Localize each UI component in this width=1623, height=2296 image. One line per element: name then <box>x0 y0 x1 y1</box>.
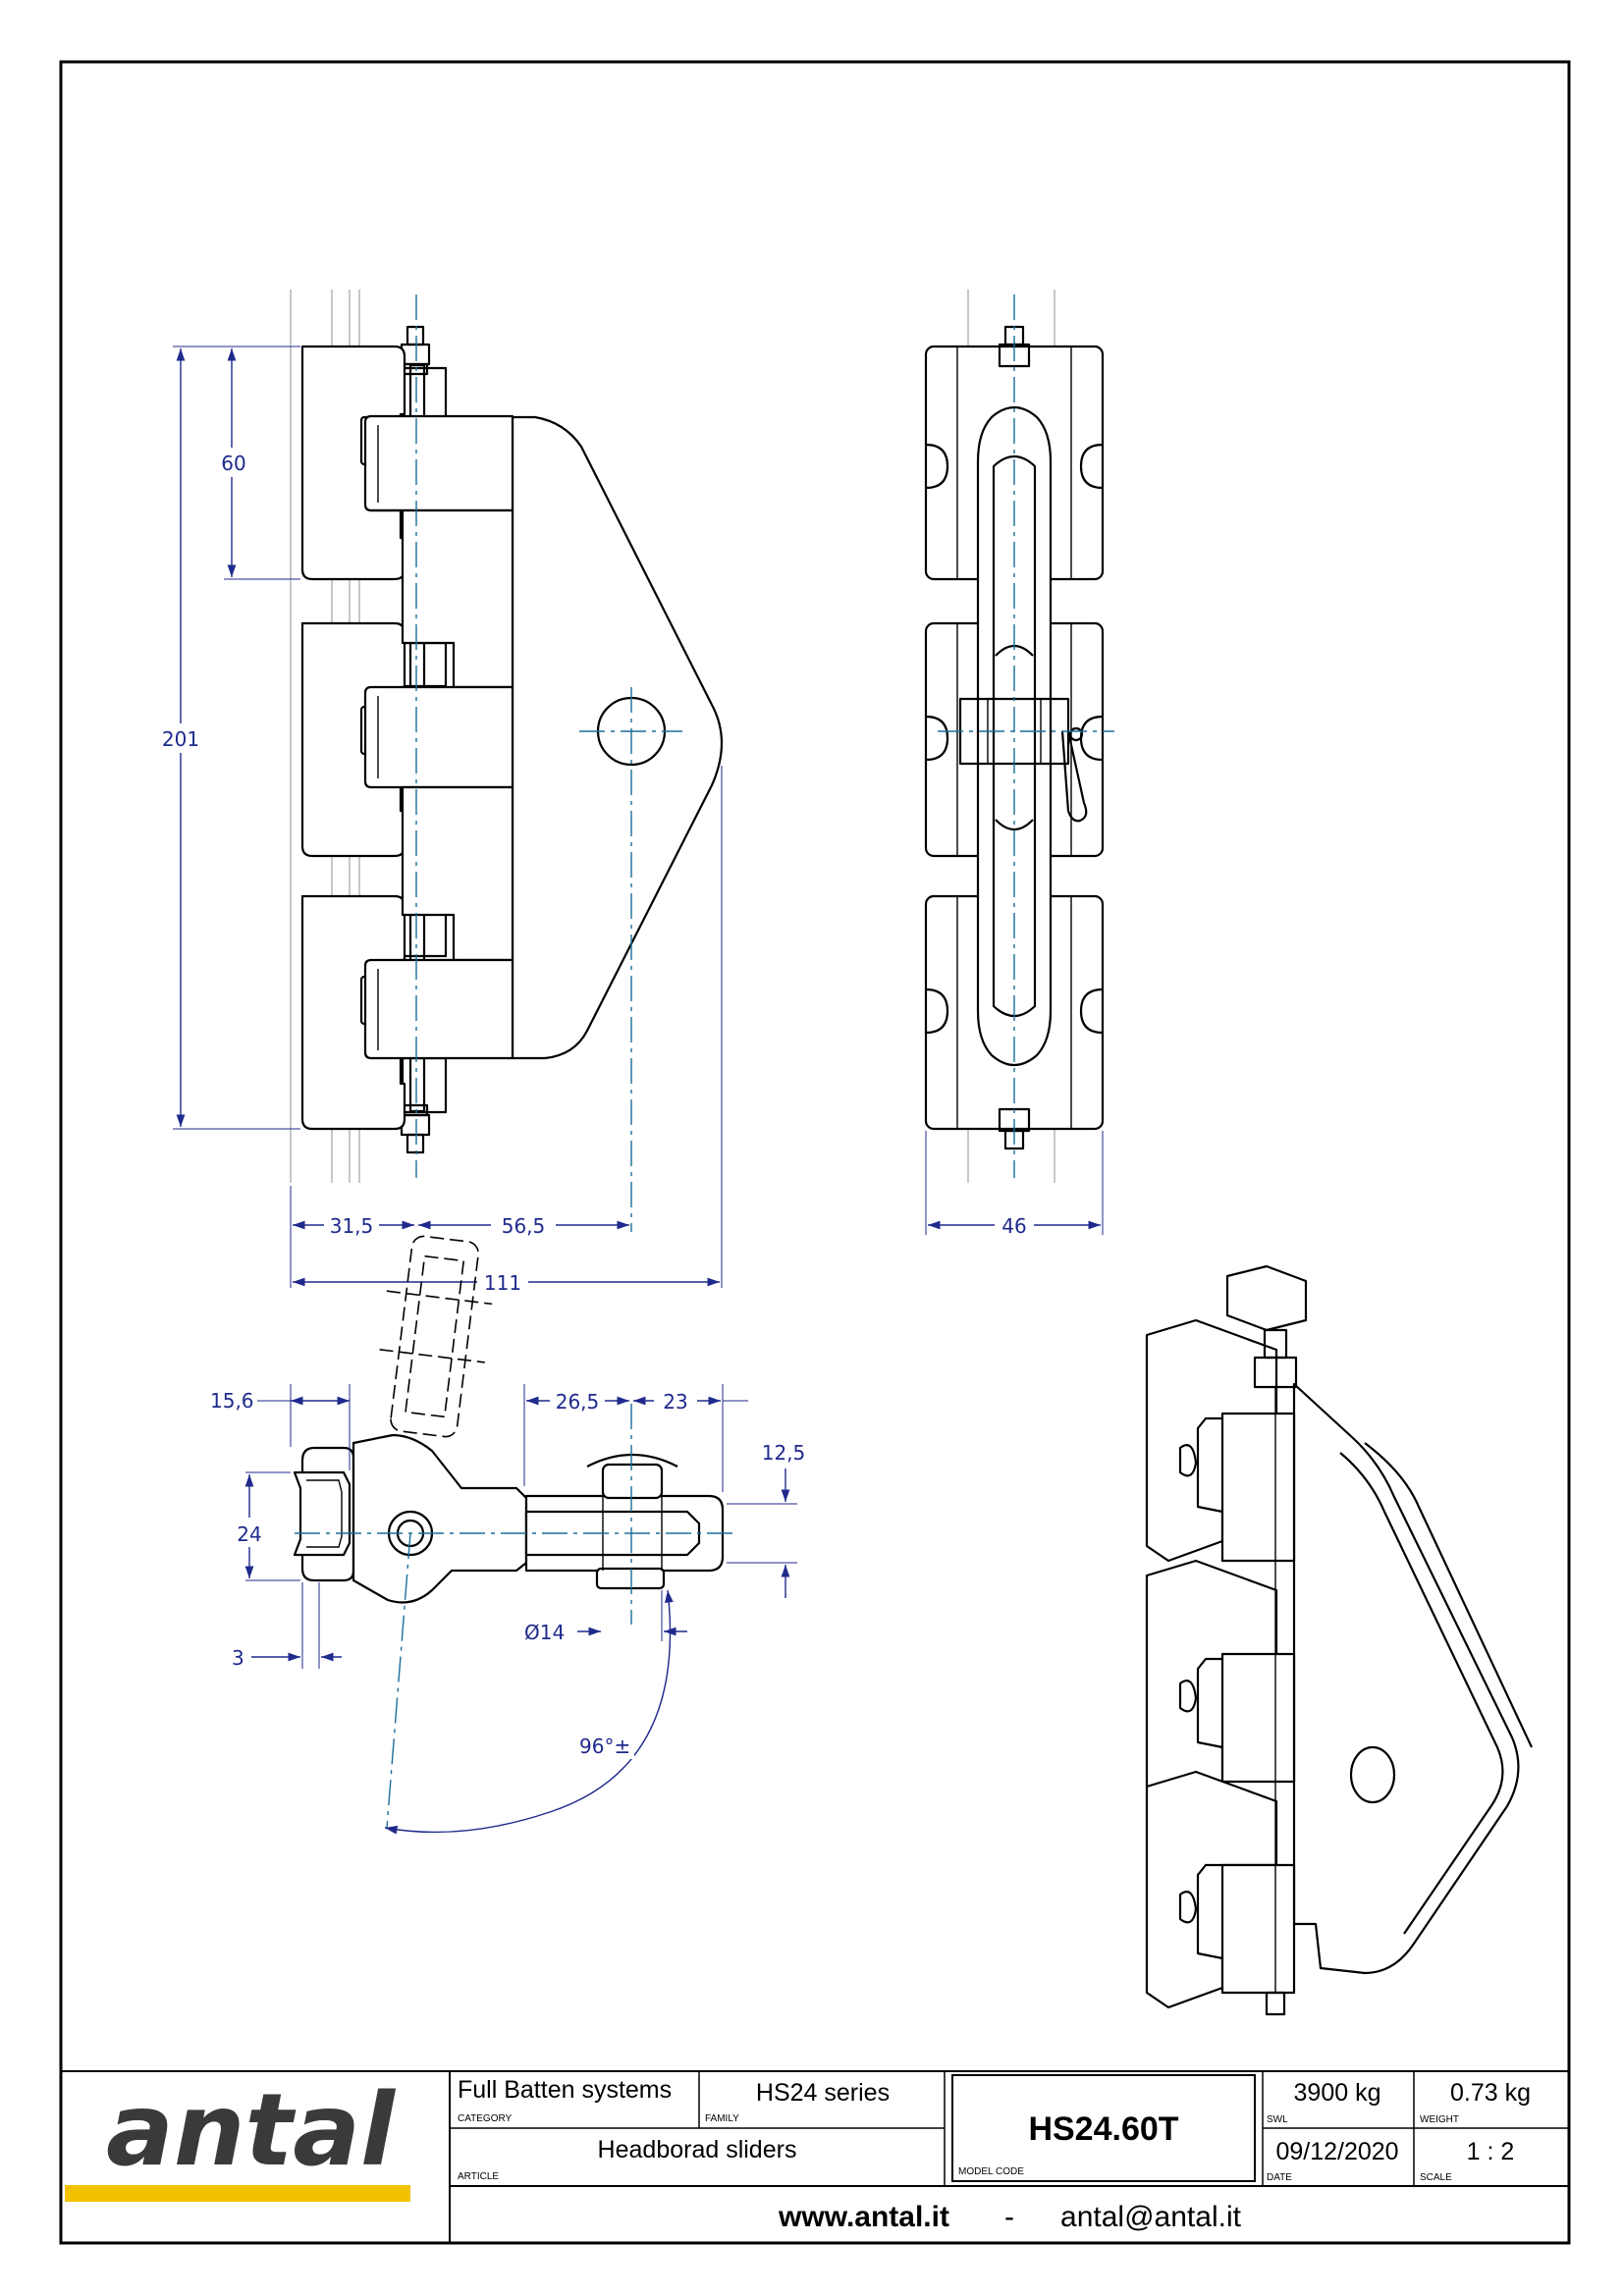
family-value: HS24 series <box>756 2079 890 2107</box>
swl-value: 3900 kg <box>1294 2079 1381 2107</box>
dim-total-width: 111 <box>484 1271 521 1295</box>
dim-profile-height: 24 <box>237 1522 261 1546</box>
swl-label: SWL <box>1267 2114 1288 2125</box>
dim-side-width: 46 <box>1001 1214 1026 1238</box>
title-block: antal Full Batten systems CATEGORY HS24 … <box>61 2070 1569 2243</box>
article-label: ARTICLE <box>458 2171 499 2182</box>
dim-left-offset: 31,5 <box>330 1214 374 1238</box>
category-value: Full Batten systems <box>458 2076 672 2104</box>
front-view: 60 201 31,5 56,5 111 <box>157 290 724 1296</box>
dim-total-height: 201 <box>162 727 199 751</box>
weight-label: WEIGHT <box>1420 2114 1459 2125</box>
dim-fork-left: 26,5 <box>556 1390 600 1414</box>
scale-label: SCALE <box>1420 2172 1452 2183</box>
date-value: 09/12/2020 <box>1275 2138 1398 2165</box>
dim-rotation-angle: 96°± <box>579 1735 630 1758</box>
side-view: 46 <box>924 290 1114 1239</box>
dim-block-height: 60 <box>221 452 245 475</box>
family-label: FAMILY <box>705 2113 739 2124</box>
top-view: 15,6 24 3 26,5 23 12,5 Ø14 96°± <box>210 1235 806 1835</box>
date-label: DATE <box>1267 2172 1292 2183</box>
article-value: Headborad sliders <box>598 2136 797 2163</box>
scale-value: 1 : 2 <box>1467 2138 1515 2165</box>
weight-value: 0.73 kg <box>1450 2079 1531 2107</box>
category-label: CATEGORY <box>458 2113 513 2124</box>
dim-wall-thickness: 3 <box>232 1646 244 1670</box>
dim-fork-right: 23 <box>663 1390 687 1414</box>
dim-profile-width: 15,6 <box>210 1389 254 1413</box>
isometric-view <box>1145 1264 1533 2016</box>
logo-underline <box>65 2185 410 2202</box>
dim-hole-offset: 56,5 <box>502 1214 546 1238</box>
contact-separator: - <box>1004 2201 1014 2233</box>
drawing-frame <box>59 60 1571 2245</box>
antal-logo: antal <box>106 2072 397 2189</box>
website-link[interactable]: www.antal.it <box>778 2201 949 2233</box>
model-code-value: HS24.60T <box>1028 2110 1178 2148</box>
email-link[interactable]: antal@antal.it <box>1060 2201 1242 2233</box>
model-code-label: MODEL CODE <box>958 2166 1024 2177</box>
dim-pin-diameter: Ø14 <box>524 1621 565 1644</box>
dim-fork-thickness: 12,5 <box>762 1441 806 1465</box>
